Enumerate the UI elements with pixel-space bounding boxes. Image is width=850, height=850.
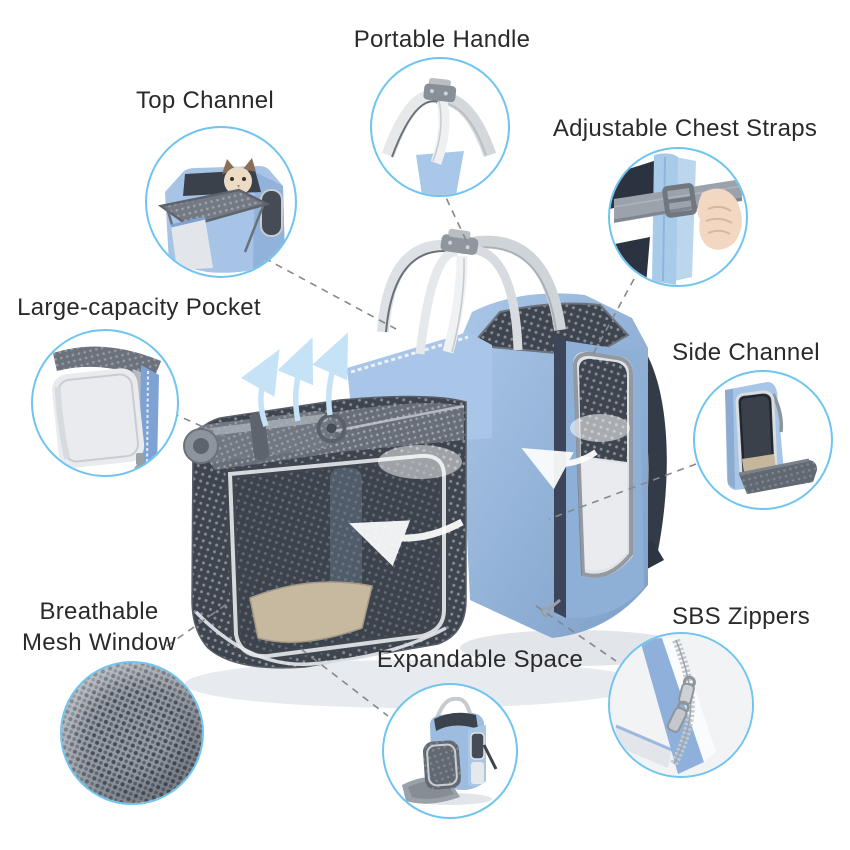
expandable-space-callout-circle — [382, 683, 518, 819]
label-breathable-line2: Mesh Window — [21, 629, 177, 656]
rolled-flap — [190, 411, 347, 463]
breathable-mesh-window-callout-circle — [60, 661, 204, 805]
connector-top-channel — [252, 251, 397, 330]
connector-chest-straps — [591, 278, 635, 357]
label-adjustable-chest-straps: Adjustable Chest Straps — [552, 115, 818, 142]
hand — [697, 188, 742, 250]
zipper-pull-1 — [678, 675, 696, 706]
zipper-pulls-image — [610, 634, 752, 776]
label-expandable-space: Expandable Space — [376, 646, 584, 673]
mesh-texture-shading — [62, 663, 202, 803]
connector-lines — [166, 186, 697, 717]
label-side-channel: Side Channel — [672, 339, 820, 366]
label-breathable-line1: Breathable — [39, 598, 159, 625]
label-breathable-mesh-window: Breathable Mesh Window — [22, 596, 176, 658]
label-top-channel: Top Channel — [135, 87, 275, 114]
large-capacity-pocket-callout-circle — [31, 329, 179, 477]
portable-handle-callout-circle — [370, 57, 510, 197]
top-channel-callout-circle — [145, 126, 297, 278]
zipper-pull-2 — [666, 700, 690, 733]
expanded-backpack-image — [402, 696, 498, 805]
label-portable-handle: Portable Handle — [353, 26, 531, 53]
handle-closeup-image — [381, 78, 497, 195]
connector-portable-handle — [440, 186, 467, 241]
airflow-arrows — [241, 332, 630, 567]
label-sbs-zippers: SBS Zippers — [671, 603, 811, 630]
connector-sbs-zippers — [535, 605, 617, 662]
cat-in-top-channel-image — [157, 158, 285, 273]
cat-head — [222, 158, 256, 195]
side-pocket-window — [572, 351, 633, 578]
carry-handles — [377, 228, 566, 355]
connector-pocket — [171, 412, 229, 439]
pocket-closeup-image — [52, 346, 161, 474]
sbs-zippers-callout-circle — [608, 632, 754, 778]
expandable-tent-illustration — [183, 395, 467, 669]
connector-expandable — [300, 648, 389, 717]
zipper-pull-side — [541, 598, 561, 617]
hand-adjusting-buckle-image — [610, 153, 743, 285]
side-channel-callout-circle — [693, 370, 833, 510]
connector-side-channel — [548, 463, 697, 520]
chest-straps-callout-circle — [608, 147, 748, 287]
side-opening-image — [725, 382, 817, 494]
label-large-capacity-pocket: Large-capacity Pocket — [17, 294, 261, 321]
connector-mesh-window — [166, 600, 232, 647]
